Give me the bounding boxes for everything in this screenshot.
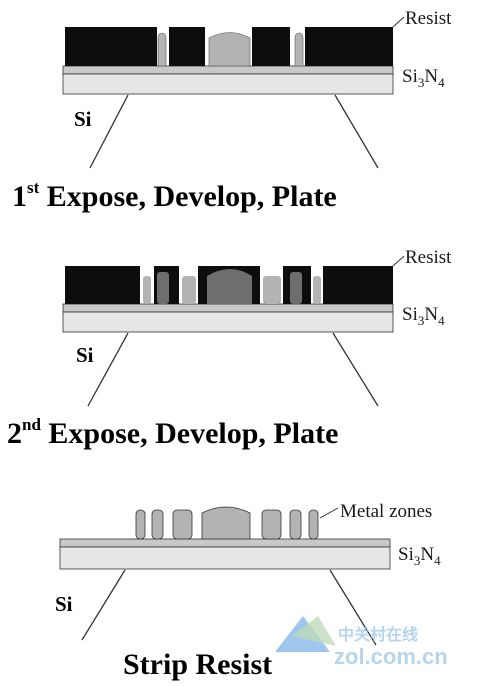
step-2-panel: Resist Si3N4 Si 2nd Expose, Develop, Pla… <box>7 247 452 450</box>
metal-zone <box>201 506 251 540</box>
metal-zone <box>182 276 196 304</box>
watermark-text-domain: zol.com.cn <box>334 644 448 669</box>
resist-block <box>65 27 157 66</box>
resist-leader <box>392 255 405 267</box>
metal-zone <box>143 276 151 304</box>
metal-zone-second <box>157 272 169 304</box>
metal-leader <box>319 507 339 519</box>
watermark-logo-icon <box>292 616 336 646</box>
substrate-leader-left <box>87 332 129 407</box>
metal-zone-second <box>290 272 302 304</box>
resist-block <box>65 266 140 304</box>
substrate-label: Si <box>55 592 73 616</box>
metal-zone <box>157 32 167 67</box>
resist-block <box>252 27 290 66</box>
metal-zone-second <box>207 269 252 304</box>
substrate-leader-right <box>334 94 379 169</box>
metal-zone <box>135 509 146 540</box>
substrate-leader-right <box>332 332 379 407</box>
step-1-panel: Resist Si3N4 Si 1st Expose, Develop, Pla… <box>12 8 452 213</box>
watermark: 中关村在线 zol.com.cn <box>275 616 448 669</box>
step-3-panel: Metal zones Si3N4 Si Strip Resist <box>55 501 441 681</box>
substrate-leader-left <box>81 569 126 641</box>
watermark-text-cn: 中关村在线 <box>338 625 418 644</box>
resist-label: Resist <box>405 247 452 268</box>
step-1-caption: 1st Expose, Develop, Plate <box>12 178 337 213</box>
substrate-leader-left <box>89 94 129 169</box>
nitride-layer-top <box>62 303 394 313</box>
substrate-label: Si <box>74 107 92 131</box>
metal-zone <box>289 509 302 540</box>
metal-zone <box>151 509 164 540</box>
nitride-layer <box>62 73 394 95</box>
metal-zone <box>172 509 193 540</box>
metal-zone <box>294 32 304 67</box>
nitride-label: Si3N4 <box>398 544 441 568</box>
resist-block <box>323 266 393 304</box>
nitride-layer-top <box>59 538 391 548</box>
resist-leader <box>392 16 405 28</box>
nitride-label: Si3N4 <box>402 66 445 90</box>
nitride-label: Si3N4 <box>402 304 445 328</box>
resist-block <box>305 27 393 66</box>
metal-zone <box>208 32 251 67</box>
nitride-layer <box>59 546 391 570</box>
substrate-label: Si <box>76 343 94 367</box>
metal-zone <box>308 509 319 540</box>
metal-zone <box>261 509 282 540</box>
nitride-layer-top <box>62 65 394 75</box>
resist-label: Resist <box>405 8 452 29</box>
step-3-caption: Strip Resist <box>123 648 272 681</box>
resist-block <box>169 27 205 66</box>
substrate-leader-right <box>329 569 377 646</box>
metal-zones-label: Metal zones <box>340 501 432 522</box>
step-2-caption: 2nd Expose, Develop, Plate <box>7 415 338 450</box>
metal-zone <box>263 276 281 304</box>
metal-zone <box>313 276 321 304</box>
nitride-layer <box>62 311 394 333</box>
